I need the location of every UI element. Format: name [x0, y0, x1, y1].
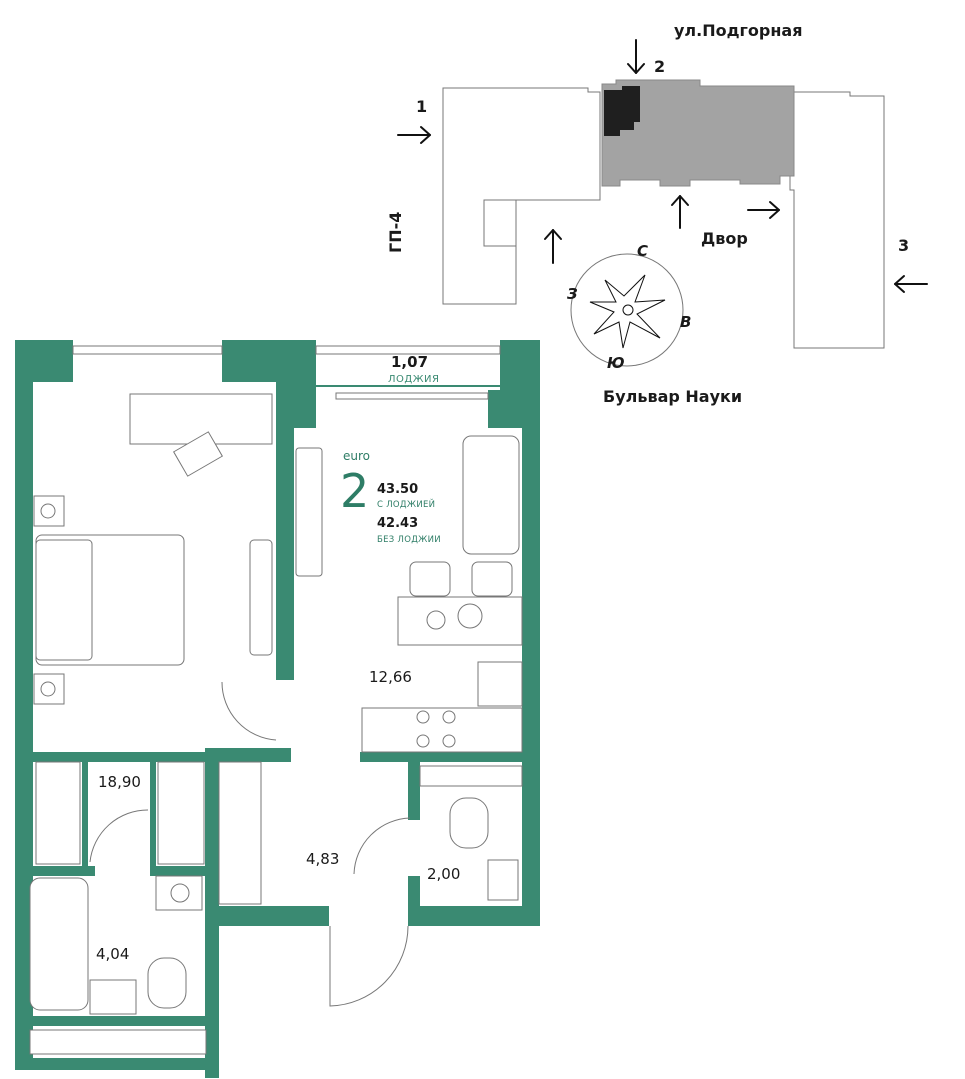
wc-area: 2,00 [427, 865, 461, 883]
compass-north: С [637, 242, 649, 260]
door-arc [89, 809, 149, 863]
bath-vent [29, 1029, 207, 1055]
hall-area: 4,83 [306, 850, 340, 868]
compass-south: Ю [607, 354, 625, 372]
entry-door-arc [329, 925, 409, 1007]
sofa [462, 435, 520, 555]
room-count: 2 [340, 464, 370, 518]
area-with-loggia: 43.50 [377, 482, 419, 497]
with-loggia-label: С ЛОДЖИЕЙ [377, 500, 436, 510]
left-building [442, 87, 601, 305]
entrance-1-label: 1 [416, 97, 428, 116]
radiator-bedroom-left [35, 761, 81, 865]
wc-sink [487, 859, 519, 901]
bedroom-window [72, 345, 223, 355]
bath-sink [89, 979, 137, 1015]
loggia-label: ЛОДЖИЯ [388, 374, 440, 385]
radiator-bedroom-right [157, 761, 205, 865]
compass-icon [570, 253, 684, 367]
counter [361, 707, 523, 753]
door-arc [221, 681, 277, 741]
apartment-type: euro [343, 449, 370, 463]
loggia-window [315, 345, 501, 355]
apartment-plan [15, 340, 540, 1078]
arrow-right-icon [397, 126, 431, 144]
sink-unit [477, 661, 523, 707]
courtyard-label: Двор [701, 229, 748, 248]
office-chair [172, 431, 224, 477]
right-building [789, 91, 885, 349]
island [397, 596, 523, 646]
left-building-inner [483, 199, 517, 247]
street-bottom-label: Бульвар Науки [603, 387, 743, 406]
entrance-arrows [397, 39, 928, 293]
site-plan [442, 87, 885, 349]
neighbor-block-label: ГП-4 [386, 211, 405, 253]
tv-stand [295, 447, 323, 577]
kitchen-window [335, 392, 489, 400]
arrow-right-icon [747, 201, 780, 219]
washing-machine [155, 875, 203, 911]
arrow-up-icon [544, 229, 562, 264]
apartment-section [604, 86, 640, 136]
compass-west: З [567, 285, 578, 303]
arrow-up-icon [671, 195, 689, 229]
wc-toilet [449, 797, 489, 849]
entrance-2-label: 2 [654, 57, 666, 76]
entrance-3-label: 3 [898, 236, 910, 255]
without-loggia-label: БЕЗ ЛОДЖИИ [377, 535, 441, 545]
hall-closet [218, 761, 262, 905]
bar-chair-left [409, 561, 451, 597]
highlighted-building [601, 79, 795, 187]
door-arc [353, 817, 411, 875]
street-top-label: ул.Подгорная [674, 21, 803, 40]
kitchen-living-area: 12,66 [369, 668, 412, 686]
compass-east: В [680, 313, 692, 331]
bathtub [29, 877, 89, 1011]
bedroom-area: 18,90 [98, 773, 141, 791]
bathroom-area: 4,04 [96, 945, 130, 963]
wardrobe [249, 539, 273, 656]
arrow-down-icon [627, 39, 645, 74]
area-without-loggia: 42.43 [377, 516, 419, 531]
bar-chair-right [471, 561, 513, 597]
bath-toilet [147, 957, 187, 1009]
wc-vent [419, 765, 523, 787]
arrow-left-icon [894, 275, 928, 293]
loggia-area: 1,07 [391, 353, 429, 371]
